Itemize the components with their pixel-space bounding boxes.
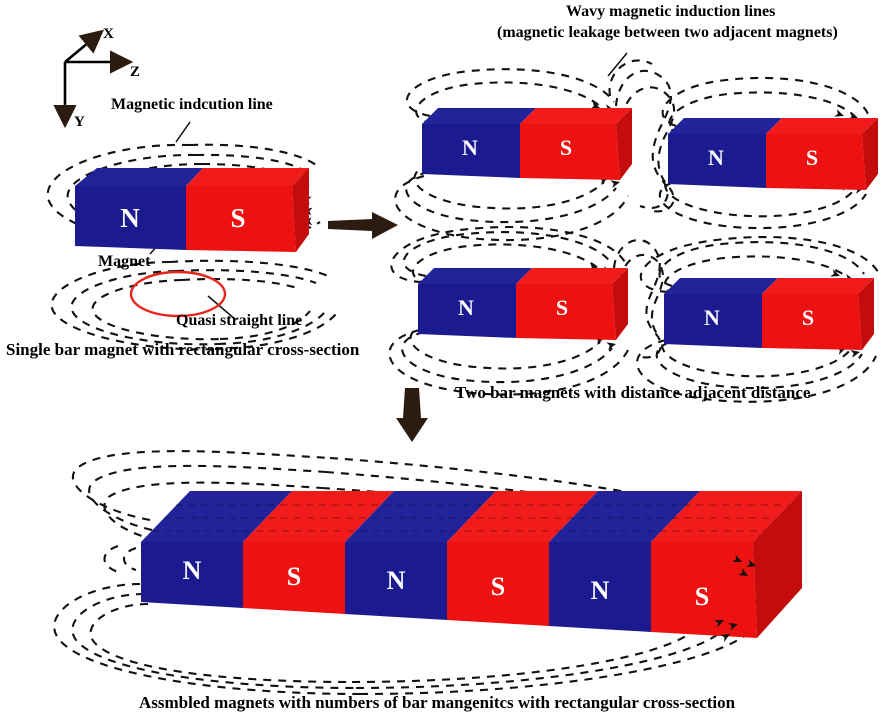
coordinate-axes [53, 29, 134, 129]
axis-label-y: Y [74, 114, 85, 130]
axis-label-z: Z [130, 64, 141, 80]
annotation-wavy-line-1: Wavy magnetic induction lines [566, 3, 776, 20]
magnet-mid-left [418, 268, 628, 340]
magnet-assembled [141, 491, 802, 638]
field-lines-mid-pair [388, 225, 881, 403]
annotation-magnet: Magnet [98, 253, 151, 270]
annotation-magnetic-induction-line: Magnetic indcution line [111, 96, 273, 113]
caption-two-magnets: Two bar magnets with distance adjacent d… [455, 383, 811, 402]
annotation-wavy-line-2: (magnetic leakage between two adjacent m… [497, 24, 838, 41]
field-lines-top-pair [394, 59, 869, 242]
flow-arrow-down [396, 388, 428, 442]
caption-assembled-magnets: Assmbled magnets with numbers of bar man… [139, 693, 736, 712]
magnet-top-right [668, 118, 878, 190]
flow-arrow-right [328, 212, 398, 239]
quasi-straight-line-highlight [129, 270, 227, 318]
caption-single-magnet: Single bar magnet with rectangular cross… [6, 340, 360, 359]
magnet-top-left [422, 108, 632, 180]
annotation-quasi-straight-line: Quasi straight line [176, 312, 303, 329]
axis-label-x: X [103, 26, 114, 42]
magnet-single [75, 168, 309, 252]
magnet-mid-right [664, 278, 874, 350]
